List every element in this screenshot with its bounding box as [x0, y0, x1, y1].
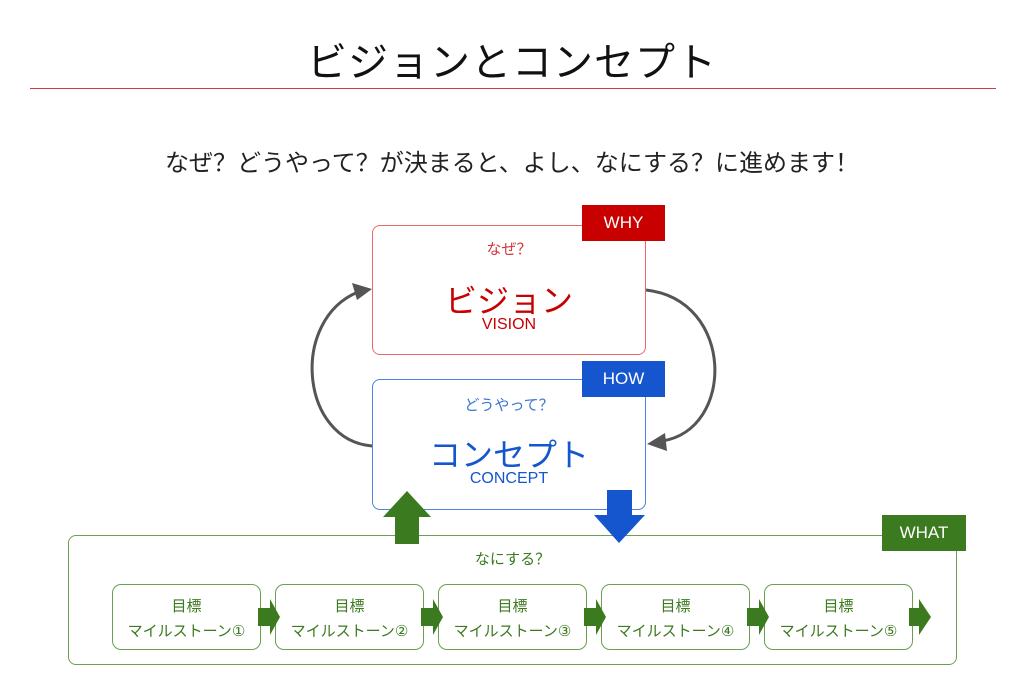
cycle-arrow-up: [310, 290, 373, 448]
milestone-goal-label: 目標: [171, 597, 202, 615]
what-tag: WHAT: [882, 515, 966, 551]
milestone-box: 目標 マイルストーン①: [112, 584, 261, 650]
concept-english: CONCEPT: [469, 470, 549, 487]
milestone-connector-arrow: [747, 599, 769, 635]
concept-question: どうやって？: [464, 396, 554, 414]
how-tag: HOW: [582, 361, 665, 397]
blue-down-arrow: [594, 490, 645, 543]
cycle-arrowhead-up: [352, 283, 372, 300]
milestone-goal-label: 目標: [660, 597, 691, 615]
milestone-connector-arrow: [258, 599, 280, 635]
milestone-label: マイルストーン⑤: [779, 622, 898, 640]
milestone-goal-label: 目標: [497, 597, 528, 615]
page-subtitle: なぜ？どうやって？が決まると、よし、なにする？に進めます！: [164, 149, 860, 177]
why-tag: WHY: [582, 205, 665, 241]
milestone-label: マイルストーン③: [453, 622, 572, 640]
concept-title: コンセプト: [428, 436, 589, 474]
milestone-label: マイルストーン②: [290, 622, 409, 640]
cycle-arrowhead-down: [647, 433, 667, 451]
vision-box: なぜ？ ビジョン VISION: [372, 225, 646, 355]
milestone-goal-label: 目標: [334, 597, 365, 615]
vision-title: ビジョン: [444, 282, 573, 320]
vision-english: VISION: [481, 316, 537, 333]
what-question: なにする？: [474, 550, 551, 568]
milestone-label: マイルストーン①: [127, 622, 246, 640]
milestone-goal-label: 目標: [823, 597, 854, 615]
green-up-arrow: [383, 491, 431, 544]
milestone-connector-arrow: [909, 599, 931, 635]
concept-box: どうやって？ コンセプト CONCEPT: [372, 379, 646, 510]
cycle-arrow-down: [645, 288, 717, 443]
milestone-connector-arrow: [421, 599, 443, 635]
milestone-box: 目標 マイルストーン⑤: [764, 584, 913, 650]
vision-question: なぜ？: [486, 240, 532, 258]
milestone-box: 目標 マイルストーン③: [438, 584, 587, 650]
page-title: ビジョンとコンセプト: [307, 40, 717, 86]
milestone-box: 目標 マイルストーン②: [275, 584, 424, 650]
title-divider: [30, 88, 996, 89]
milestone-label: マイルストーン④: [616, 622, 735, 640]
milestone-connector-arrow: [584, 599, 606, 635]
